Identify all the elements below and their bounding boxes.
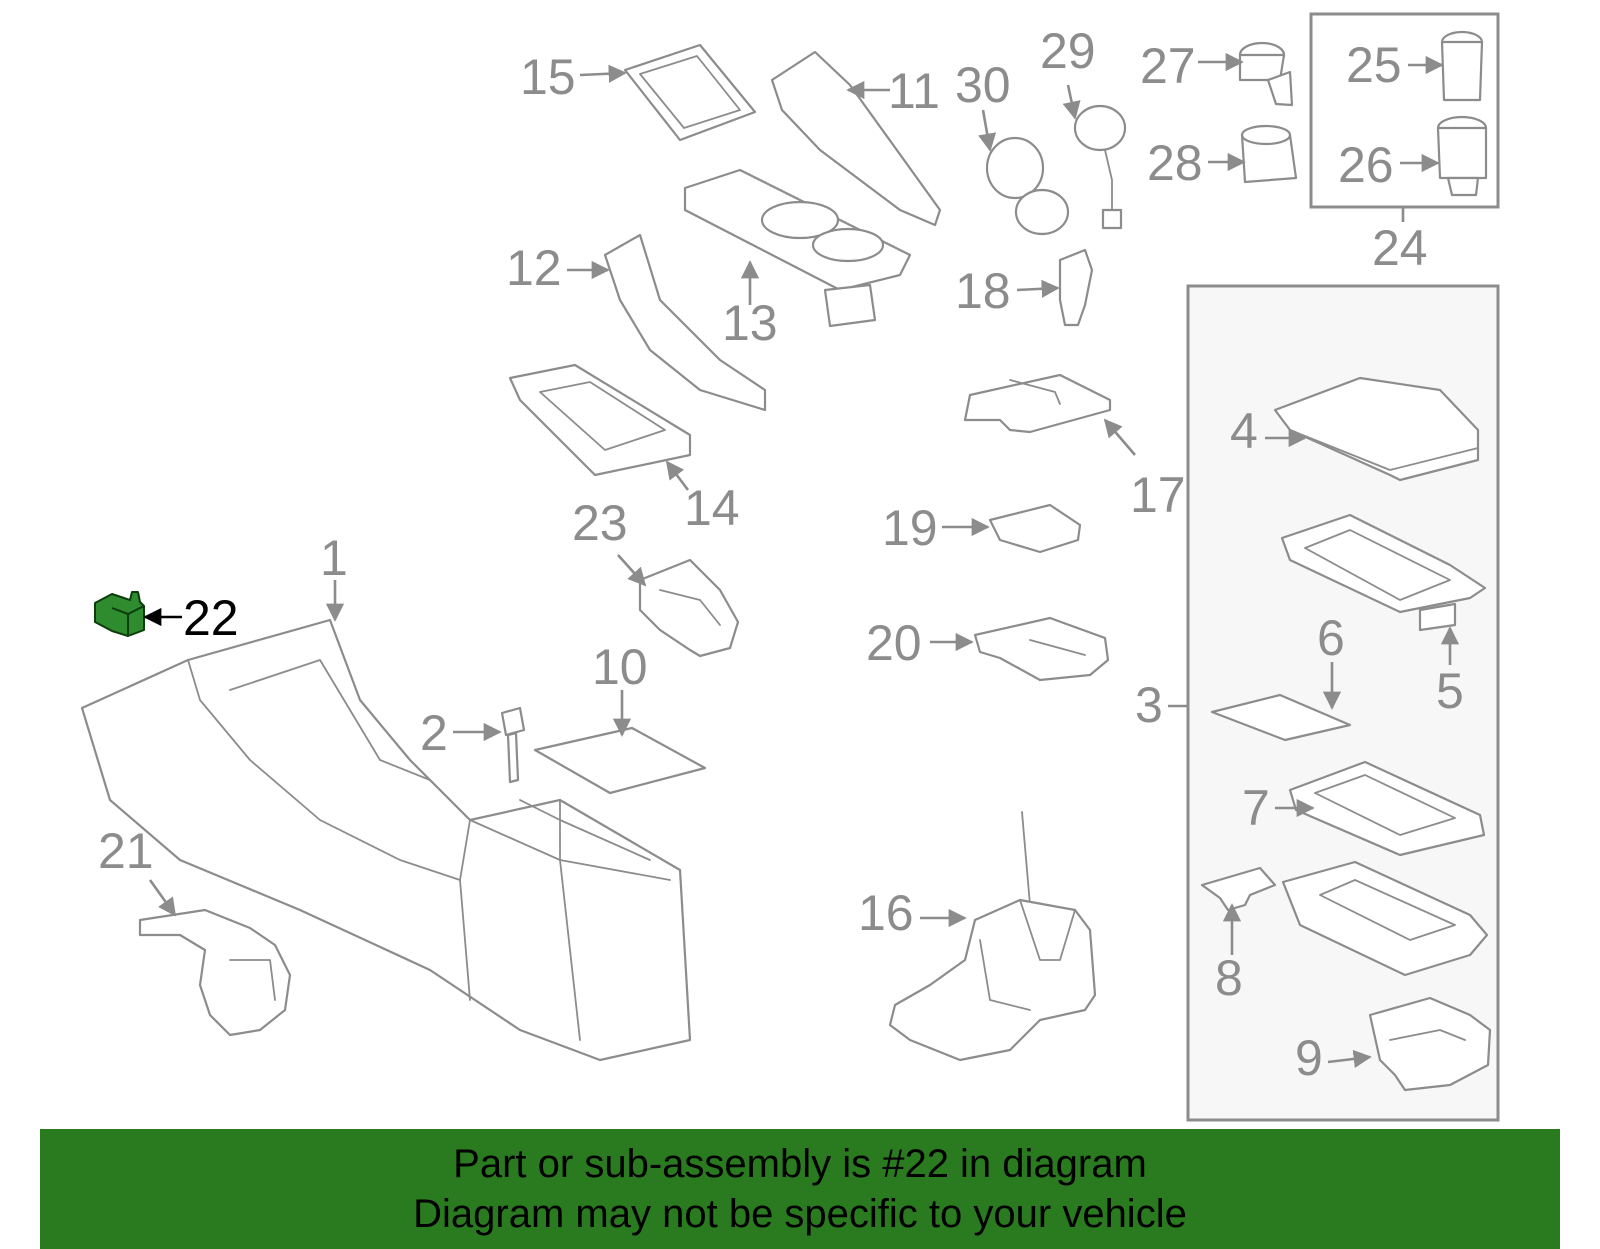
leader-18 [1016,279,1060,298]
leader-21 [148,879,177,917]
callout-9: 9 [1295,1030,1323,1086]
callout-4: 4 [1230,403,1258,459]
callout-26: 26 [1338,137,1394,193]
armrest-lid-part-4 [1273,376,1480,482]
callout-25: 25 [1346,37,1402,93]
switch-part-22 [94,591,145,637]
shiftlock-part-23 [638,558,740,658]
socket-part-25 [1440,30,1484,102]
leader-9 [1327,1049,1372,1068]
callout-5: 5 [1436,663,1464,719]
callout-21: 21 [98,823,154,879]
callout-7: 7 [1242,780,1270,836]
callout-2: 2 [420,705,448,761]
callout-15: 15 [520,49,576,105]
callout-11: 11 [888,63,940,119]
callout-22: 22 [183,590,239,646]
socket-part-26 [1436,115,1488,197]
shift-knob-part-18 [1058,248,1094,327]
bolt-part [500,706,526,784]
callout-1: 1 [320,530,348,586]
callout-17: 17 [1130,467,1186,523]
holder-part-28 [1240,124,1298,184]
callout-27: 27 [1140,38,1196,94]
mat-part-6 [1210,693,1352,742]
leader-30 [978,109,997,152]
callout-8: 8 [1215,950,1243,1006]
callout-18: 18 [955,263,1011,319]
latch-box-part-9 [1368,996,1492,1092]
leader-15 [579,64,627,83]
lid-inner-part-5 [1280,513,1487,632]
panel-part-12 [603,233,767,412]
tray-part-7 [1288,760,1486,857]
callout-28: 28 [1147,135,1203,191]
leader-29 [1062,84,1081,120]
leader-23 [617,554,647,587]
banner-line-1: Part or sub-assembly is #22 in diagram [453,1142,1147,1186]
shift-cover-part-17 [963,373,1112,434]
leader-17 [1103,418,1136,456]
callout-29: 29 [1040,23,1096,79]
console-body-part [80,618,692,1062]
callout-24: 24 [1372,220,1428,276]
bracket-part-14 [508,363,692,477]
callout-12: 12 [506,240,562,296]
usb-part-29 [1073,104,1127,230]
callout-3: 3 [1135,677,1163,733]
bezel-part-15 [623,43,757,142]
brake-lever-part-21 [138,908,292,1037]
socket-part-30 [985,136,1070,236]
callout-14: 14 [684,480,740,536]
callout-16: 16 [858,885,914,941]
storage-bin-part [1281,860,1489,977]
holder-part-27 [1238,41,1294,107]
leader-14 [665,460,690,491]
callout-6: 6 [1317,610,1345,666]
pad-part-10 [533,726,707,795]
cupholder-part-13 [683,168,912,328]
banner-line-2: Diagram may not be specific to your vehi… [413,1192,1187,1236]
callout-20: 20 [866,615,922,671]
shifter-part-16 [888,811,1097,1062]
plate-part-20 [973,616,1110,682]
clip-part-8 [1200,866,1277,912]
plate-part-19 [988,503,1082,554]
panel-part-11 [770,50,942,227]
callout-30: 30 [955,57,1011,113]
callout-10: 10 [592,639,648,695]
callout-23: 23 [572,495,628,551]
info-banner: Part or sub-assembly is #22 in diagram D… [40,1129,1560,1249]
callout-19: 19 [882,500,938,556]
callout-13: 13 [722,295,778,351]
group-box-24 [1309,12,1500,209]
